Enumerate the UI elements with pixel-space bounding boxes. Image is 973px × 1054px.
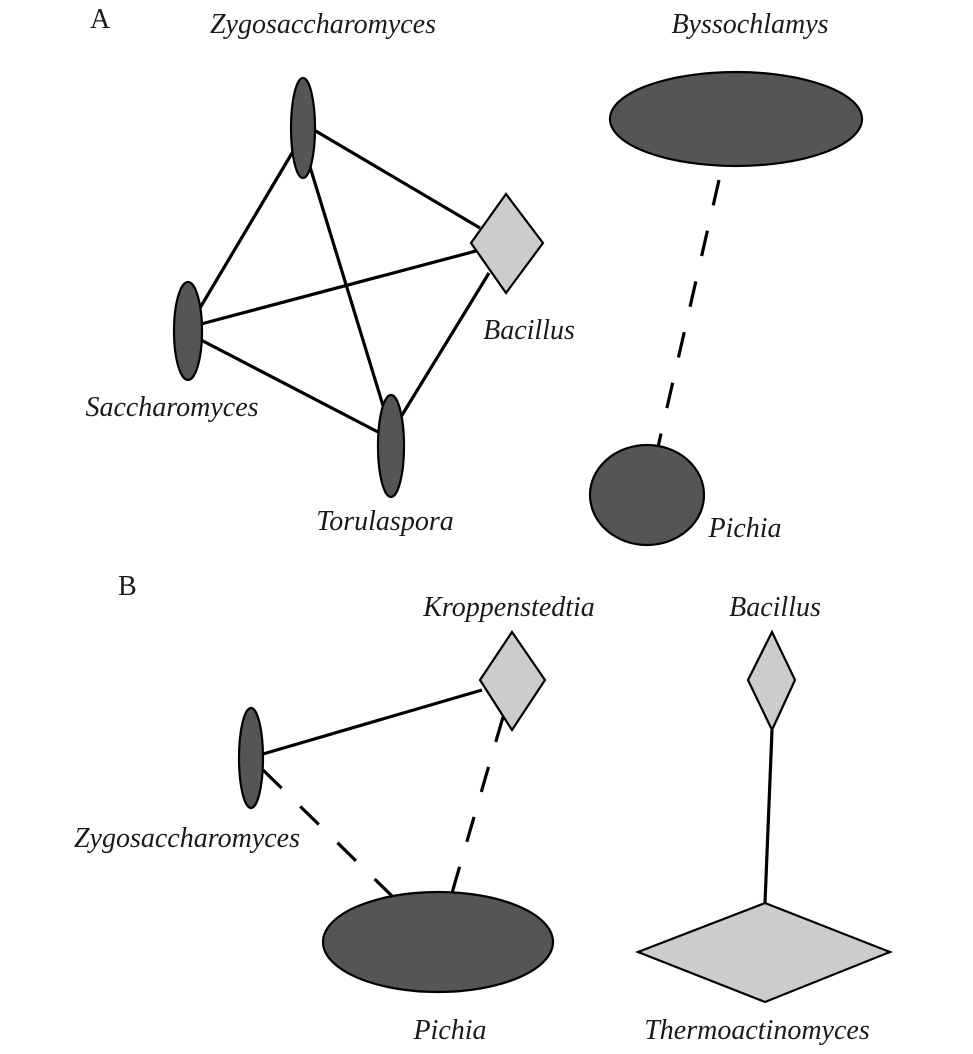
ellipse-node: [321, 890, 555, 994]
node-zygosaccharomyces-a[interactable]: Zygosaccharomyces: [210, 9, 436, 180]
panel-b-label: B: [118, 571, 137, 602]
node-thermoactinomyces-b[interactable]: Thermoactinomyces: [634, 901, 893, 1046]
panel-b: B Zygosaccharomyces Kroppenstedtia Pichi…: [74, 571, 893, 1046]
node-label: Bacillus: [729, 592, 821, 623]
node-label: Pichia: [707, 513, 781, 544]
node-pichia-b[interactable]: Pichia: [321, 890, 555, 1046]
diamond-node: [478, 630, 547, 733]
node-zygosaccharomyces-b[interactable]: Zygosaccharomyces: [74, 706, 300, 854]
edge-saccharomyces-bacillus: [200, 249, 477, 326]
node-label: Kroppenstedtia: [422, 592, 595, 623]
node-label: Pichia: [412, 1015, 486, 1046]
ellipse-node: [608, 70, 864, 168]
node-byssochlamys-a[interactable]: Byssochlamys: [608, 9, 864, 168]
diamond-node: [634, 901, 893, 1004]
edge-zygosaccharomyces-saccharomyces: [195, 142, 300, 314]
node-pichia-a[interactable]: Pichia: [588, 443, 782, 547]
edge-byssochlamys-pichia: [656, 179, 721, 448]
edge-bacillus-thermoactinomyces: [763, 729, 774, 904]
ellipse-node: [376, 393, 406, 499]
node-saccharomyces-a[interactable]: Saccharomyces: [85, 280, 259, 423]
node-label: Zygosaccharomyces: [210, 9, 436, 40]
node-bacillus-a[interactable]: Bacillus: [469, 192, 575, 346]
panel-b-edges: [261, 688, 774, 904]
ellipse-node: [172, 280, 204, 382]
node-label: Bacillus: [483, 315, 575, 346]
panel-a-edges: [195, 128, 721, 448]
node-bacillus-b[interactable]: Bacillus: [729, 592, 821, 733]
node-label: Saccharomyces: [85, 392, 258, 423]
panel-a-label: A: [90, 4, 111, 35]
ellipse-node: [289, 76, 317, 180]
node-label: Zygosaccharomyces: [74, 823, 300, 854]
edge-torulaspora-bacillus: [397, 272, 491, 421]
ellipse-node: [237, 706, 265, 810]
edge-zygosaccharomyces-kroppenstedtia: [262, 688, 483, 756]
node-label: Torulaspora: [316, 506, 453, 537]
diamond-node: [469, 192, 545, 295]
node-torulaspora-a[interactable]: Torulaspora: [316, 393, 454, 537]
ellipse-node: [588, 443, 706, 547]
panel-a: A Zygosaccharomyces Saccharomyces Torula…: [85, 4, 864, 547]
edge-zygosaccharomyces-bacillus: [313, 128, 481, 230]
edge-saccharomyces-torulaspora: [200, 338, 379, 434]
diamond-node: [746, 629, 797, 733]
node-kroppenstedtia-b[interactable]: Kroppenstedtia: [422, 592, 595, 733]
node-label: Byssochlamys: [671, 9, 828, 40]
node-label: Thermoactinomyces: [644, 1015, 870, 1046]
